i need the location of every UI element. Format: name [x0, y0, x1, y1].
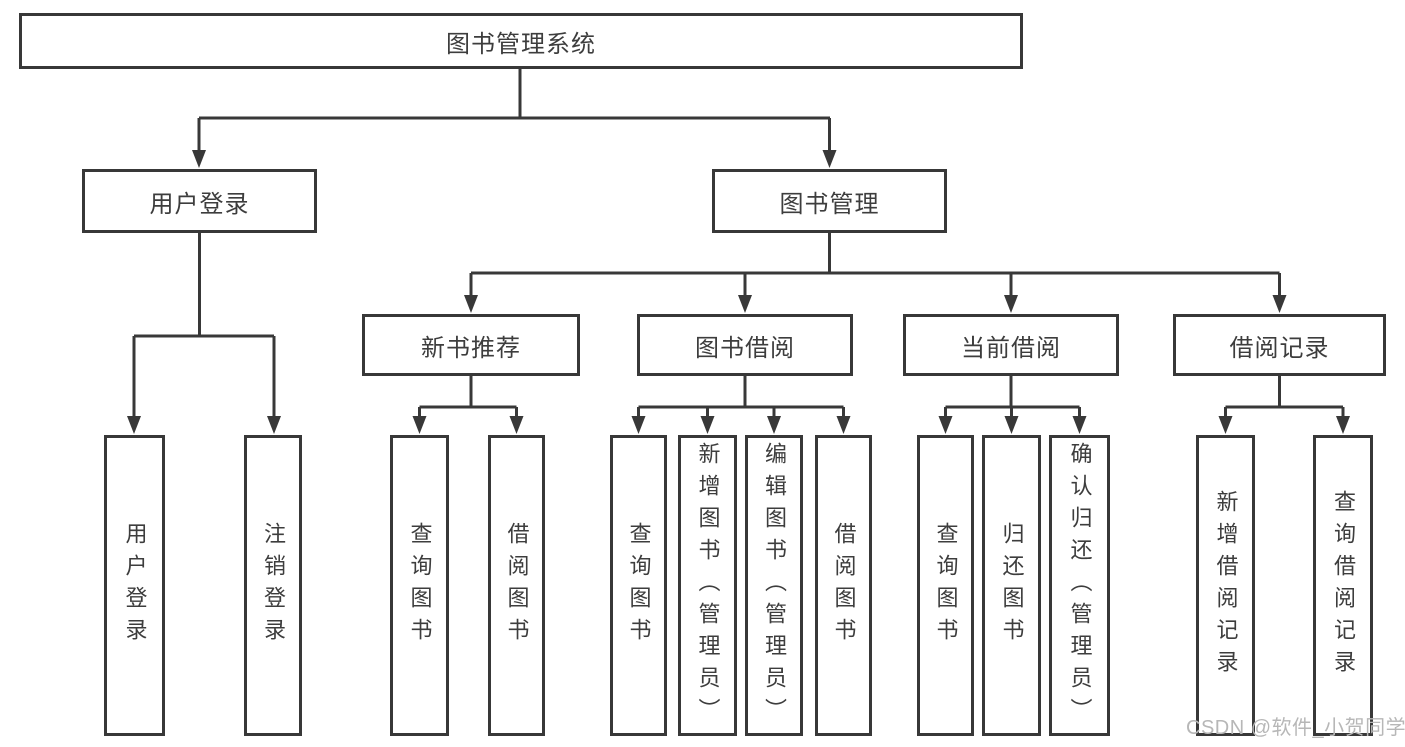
node-book-management: 图书管理 — [712, 169, 947, 233]
arrowhead — [464, 295, 478, 313]
connector-current-borrow-children — [944, 376, 1081, 417]
arrowhead — [822, 150, 837, 168]
arrowhead — [1336, 416, 1350, 434]
node-borrowing-records: 借阅记录 — [1173, 314, 1386, 376]
leaf-return-books: 归还图书 — [982, 435, 1041, 736]
arrowhead — [127, 416, 141, 434]
connector-book-mgmt-to-level3 — [469, 233, 1281, 296]
leaf-edit-books-admin: 编辑图书（管理员） — [745, 435, 803, 736]
connector-borrow-record-children — [1224, 376, 1345, 417]
arrowhead — [267, 416, 281, 434]
csdn-watermark: CSDN @软件_小贺同学 — [1186, 717, 1405, 739]
leaf-borrow-books-borrowing: 借阅图书 — [815, 435, 872, 736]
node-current-borrowing: 当前借阅 — [903, 314, 1119, 376]
connector-user-login-children — [132, 233, 276, 417]
leaf-query-books-current: 查询图书 — [917, 435, 974, 736]
arrowhead — [631, 416, 646, 434]
arrowhead — [938, 416, 953, 434]
arrowhead — [412, 416, 427, 434]
arrowhead — [1004, 295, 1018, 313]
connector-new-book-children — [418, 376, 518, 417]
arrowhead — [509, 416, 524, 434]
leaf-query-books-borrowing: 查询图书 — [610, 435, 667, 736]
arrowhead — [700, 416, 715, 434]
leaf-user-login: 用户登录 — [104, 435, 165, 736]
arrowhead — [767, 416, 781, 434]
arrowhead — [836, 416, 851, 434]
arrowhead — [738, 295, 752, 313]
node-new-book-recommendation: 新书推荐 — [362, 314, 580, 376]
leaf-borrow-books-recommend: 借阅图书 — [488, 435, 545, 736]
connector-root-to-level2 — [197, 69, 831, 151]
arrowhead — [192, 150, 206, 168]
arrowhead — [1218, 416, 1233, 434]
arrowheads — [127, 150, 1350, 434]
leaf-add-borrow-record: 新增借阅记录 — [1196, 435, 1255, 736]
node-library-management-system: 图书管理系统 — [19, 13, 1023, 69]
leaf-logout: 注销登录 — [244, 435, 302, 736]
leaf-confirm-return-admin: 确认归还（管理员） — [1049, 435, 1110, 736]
arrowhead — [1004, 416, 1019, 434]
connector-book-borrow-children — [637, 376, 845, 417]
leaf-add-books-admin: 新增图书（管理员） — [678, 435, 737, 736]
arrowhead — [1072, 416, 1087, 434]
arrowhead — [1272, 295, 1287, 313]
leaf-query-books-recommend: 查询图书 — [390, 435, 449, 736]
node-book-borrowing: 图书借阅 — [637, 314, 853, 376]
leaf-query-borrow-record: 查询借阅记录 — [1313, 435, 1373, 736]
node-user-login: 用户登录 — [82, 169, 317, 233]
